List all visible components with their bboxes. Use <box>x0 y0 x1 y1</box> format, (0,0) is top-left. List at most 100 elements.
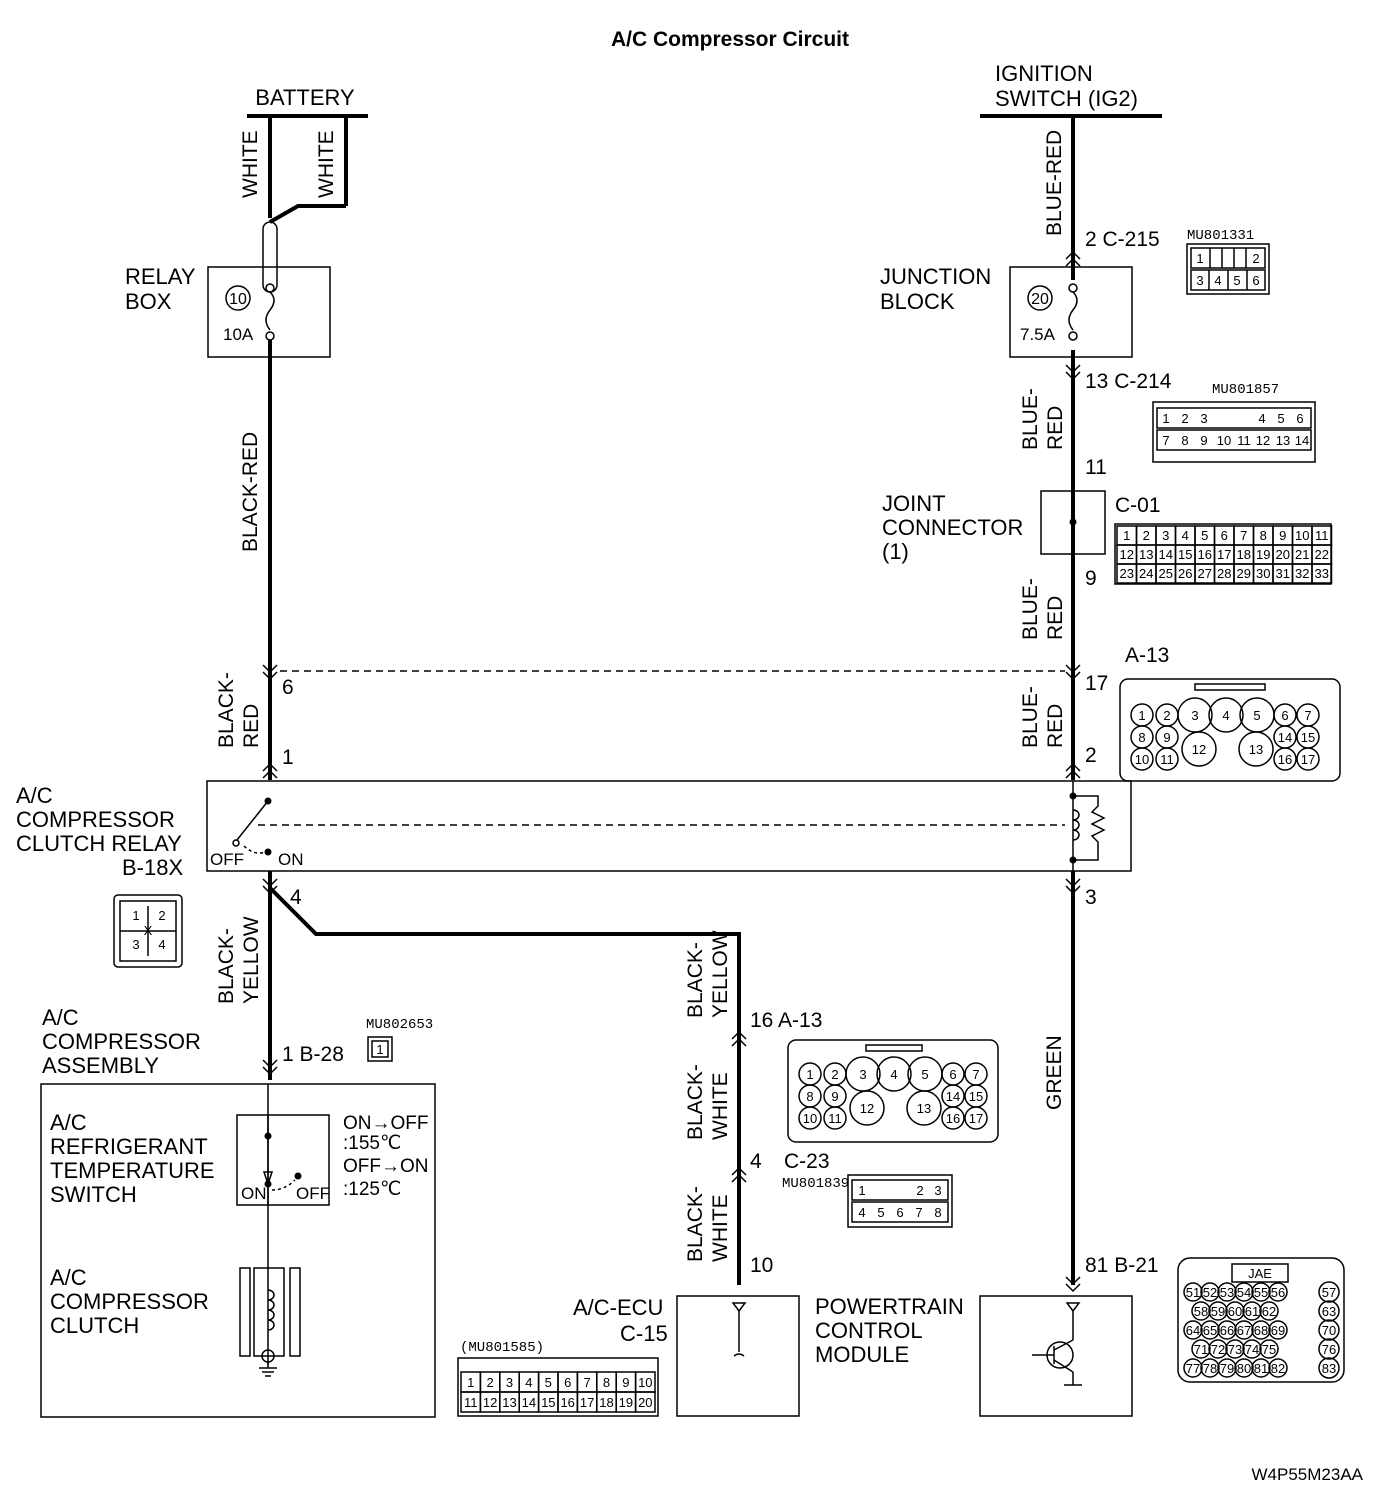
relay-code: B-18X <box>122 855 183 880</box>
blue-red-split-5: BLUE- <box>1019 686 1042 748</box>
temp-switch-node-top <box>264 1132 272 1140</box>
temp-switch-off-contact <box>294 1172 302 1180</box>
pin-number: 16 <box>946 1111 960 1126</box>
pin-number: 8 <box>603 1375 610 1390</box>
jb-fuse-gap <box>1069 280 1078 350</box>
fusible-link <box>262 221 278 293</box>
ac-ecu-input-end <box>733 1353 745 1357</box>
pin-number: 77 <box>1186 1361 1200 1376</box>
pin-number: 12 <box>860 1101 874 1116</box>
pin-number: 70 <box>1322 1323 1336 1338</box>
pin-number: 63 <box>1322 1304 1336 1319</box>
pin-number: 78 <box>1203 1361 1217 1376</box>
svg-text:4: 4 <box>858 1205 865 1220</box>
fuse-rating: 10A <box>223 325 254 344</box>
joint-connector-box <box>1040 490 1106 555</box>
relay-on-contact <box>264 848 272 856</box>
temp-switch-label-4: SWITCH <box>50 1182 137 1207</box>
chevron-b28a <box>262 1059 278 1069</box>
clutch-plate-right <box>289 1267 301 1357</box>
white-label-1: WHITE <box>239 130 262 198</box>
pin-4: 4 <box>290 886 302 909</box>
pin-circle <box>1318 1281 1340 1303</box>
black-yellow-left-1: BLACK- <box>215 928 238 1004</box>
black-yellow-mid-1: BLACK- <box>684 942 707 1018</box>
pin-circle <box>906 1090 942 1126</box>
black-yellow-mid-2: YELLOW <box>709 930 732 1018</box>
pin-number: 9 <box>622 1375 629 1390</box>
pin-number: 18 <box>1237 547 1251 562</box>
black-white-bottom-1: BLACK- <box>684 1186 707 1262</box>
pin-number: 80 <box>1237 1361 1251 1376</box>
pin-number: 7 <box>1304 708 1311 723</box>
compressor-assembly-label-1: A/C <box>42 1005 79 1030</box>
pin-circle <box>1234 1320 1254 1340</box>
pin-circle <box>1268 1320 1288 1340</box>
pin-circle <box>1200 1320 1220 1340</box>
temp-spec-4: :125℃ <box>343 1179 401 1200</box>
relay-box-label-1: RELAY <box>125 264 196 289</box>
pin-17: 17 <box>1085 672 1108 695</box>
pin-number: 64 <box>1186 1323 1200 1338</box>
chevron-b21b <box>1065 1283 1081 1293</box>
svg-text:5: 5 <box>877 1205 884 1220</box>
pin-circle <box>1268 1358 1288 1378</box>
pin-number: 6 <box>564 1375 571 1390</box>
junction-block <box>1009 266 1133 358</box>
blue-red-split-6: RED <box>1044 704 1067 748</box>
clutch-label-1: A/C <box>50 1265 87 1290</box>
jb-fuse-terminal-bottom <box>1068 331 1078 341</box>
svg-text:12: 12 <box>1256 433 1270 448</box>
connector-mu801857: 1 2 3 4 5 6 7 8 9 10 11 12 13 14 <box>1152 401 1316 463</box>
pin-number: 6 <box>1281 708 1288 723</box>
pin-number: 65 <box>1203 1323 1217 1338</box>
pin-number: 12 <box>1120 547 1134 562</box>
fuse-terminal-top <box>265 283 275 293</box>
joint-node <box>1069 518 1077 526</box>
pin-number: 2 <box>486 1375 493 1390</box>
pin-number: 12 <box>483 1395 497 1410</box>
pin-number: 15 <box>1178 547 1192 562</box>
pin-circle <box>1183 1282 1203 1302</box>
pin-number: 4 <box>1222 708 1229 723</box>
pin-number: 75 <box>1262 1342 1276 1357</box>
pin-circle <box>1181 731 1217 767</box>
temp-switch-box <box>236 1114 330 1206</box>
pin-circle <box>1191 1339 1211 1359</box>
temp-spec-3: OFF→ON <box>343 1156 429 1177</box>
pin-number: 4 <box>890 1067 897 1082</box>
pin-number: 51 <box>1186 1285 1200 1300</box>
pin-number: 17 <box>1301 752 1315 767</box>
chevron-c215a <box>1065 250 1081 260</box>
mu801857-label: MU801857 <box>1212 382 1279 398</box>
pin-number: 1 <box>467 1375 474 1390</box>
pin-circle <box>1200 1358 1220 1378</box>
pin-number: 17 <box>1217 547 1231 562</box>
pin-number: 5 <box>545 1375 552 1390</box>
pin-number: 25 <box>1159 566 1173 581</box>
pin-circle <box>1234 1282 1254 1302</box>
black-red-split-2: RED <box>240 704 263 748</box>
relay-box-label-2: BOX <box>125 289 172 314</box>
chevron-2b <box>1065 769 1081 779</box>
pin-number: 13 <box>502 1395 516 1410</box>
c01-label: C-01 <box>1115 494 1161 517</box>
svg-text:2: 2 <box>1252 251 1259 266</box>
pin-number: 15 <box>969 1089 983 1104</box>
svg-text:3: 3 <box>132 937 139 952</box>
pcm-label-3: MODULE <box>815 1342 909 1367</box>
blue-red-label-top: BLUE-RED <box>1043 130 1066 236</box>
black-white-mid-1: BLACK- <box>684 1064 707 1140</box>
pin-circle <box>823 1106 847 1130</box>
pin-circle <box>1191 1301 1211 1321</box>
pin-circle <box>1200 1282 1220 1302</box>
black-white-bottom-2: WHITE <box>709 1194 732 1262</box>
pin-number: 8 <box>1138 730 1145 745</box>
svg-text:JAE: JAE <box>1248 1266 1272 1281</box>
svg-text:2: 2 <box>158 908 165 923</box>
pin-number: 10 <box>638 1375 652 1390</box>
